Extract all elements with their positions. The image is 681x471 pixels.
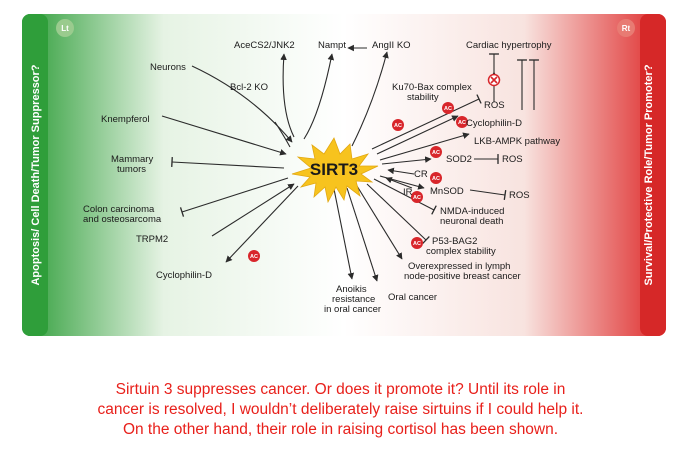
label-mammary-2: tumors [117, 164, 146, 175]
label-ros-1: ROS [484, 100, 505, 111]
inhibition-x-mark [487, 73, 501, 87]
caption-line-3: On the other hand, their role in raising… [122, 421, 559, 438]
svg-text:AC: AC [250, 254, 258, 260]
caption-line-1: Sirtuin 3 suppresses cancer. Or does it … [115, 381, 566, 398]
label-p53-1: P53-BAG2 [432, 236, 477, 247]
left-side-label: Apoptosis/ Cell Death/Tumor Suppressor? [30, 64, 42, 285]
right-band [640, 14, 666, 336]
label-colon-1: Colon carcinoma [83, 204, 155, 215]
label-anoikis-2: resistance [332, 294, 375, 305]
label-anoikis-3: in oral cancer [324, 304, 381, 315]
svg-text:AC: AC [444, 106, 452, 112]
caption: Sirtuin 3 suppresses cancer. Or does it … [0, 380, 681, 440]
left-band [22, 14, 48, 336]
left-corner-label: Lt [61, 24, 69, 33]
label-knempferol: Knempferol [101, 114, 150, 125]
label-sod2: SOD2 [446, 154, 472, 165]
label-cyclophilin-d-right: Cyclophilin-D [466, 118, 522, 129]
label-cardiac: Cardiac hypertrophy [466, 40, 552, 51]
caption-line-2: cancer is resolved, I wouldn’t deliberat… [97, 401, 584, 418]
label-colon-2: and osteosarcoma [83, 214, 162, 225]
sirt3-diagram: Lt Rt Apoptosis/ Cell Death/Tumor Suppre… [22, 14, 666, 336]
ac-badges: AC AC AC AC AC AC AC AC [248, 102, 468, 262]
label-overexpressed-1: Overexpressed in lymph [408, 261, 510, 272]
label-bcl2: Bcl-2 KO [230, 82, 268, 93]
connectors [161, 44, 539, 282]
label-cyclophilin-d-left: Cyclophilin-D [156, 270, 212, 281]
right-side-label: Survival/Protective Role/Tumor Promoter? [643, 64, 655, 285]
sirt3-hub-label: SIRT3 [310, 160, 358, 179]
label-ku70-2: stability [407, 92, 439, 103]
label-nmda-2: neuronal death [440, 216, 503, 227]
sirt3-hub-star [291, 137, 379, 204]
svg-text:AC: AC [432, 150, 440, 156]
label-p53-2: complex stability [426, 246, 496, 257]
label-nmda-1: NMDA-induced [440, 206, 504, 217]
right-corner-label: Rt [622, 24, 631, 33]
label-mammary-1: Mammary [111, 154, 153, 165]
label-cr: CR [414, 169, 428, 180]
right-corner-badge [617, 19, 635, 37]
label-nampt: Nampt [318, 40, 346, 51]
label-neurons: Neurons [150, 62, 186, 73]
svg-text:AC: AC [394, 123, 402, 129]
svg-text:AC: AC [458, 120, 466, 126]
svg-text:AC: AC [432, 176, 440, 182]
label-ros-3: ROS [509, 190, 530, 201]
node-labels: AceCS2/JNK2 Nampt AngII KO Cardiac hyper… [83, 40, 560, 315]
label-ku70-1: Ku70-Bax complex [392, 82, 472, 93]
label-oral-cancer: Oral cancer [388, 292, 437, 303]
svg-text:AC: AC [413, 195, 421, 201]
label-anoikis-1: Anoikis [336, 284, 367, 295]
label-ros-2: ROS [502, 154, 523, 165]
left-corner-badge [56, 19, 74, 37]
label-mnsod: MnSOD [430, 186, 464, 197]
label-overexpressed-2: node-positive breast cancer [404, 271, 521, 282]
label-trpm2: TRPM2 [136, 234, 168, 245]
svg-text:AC: AC [413, 241, 421, 247]
label-angii: AngII KO [372, 40, 411, 51]
label-lkb-ampk: LKB-AMPK pathway [474, 136, 560, 147]
label-ir: IR [403, 187, 413, 198]
label-acecs2: AceCS2/JNK2 [234, 40, 295, 51]
